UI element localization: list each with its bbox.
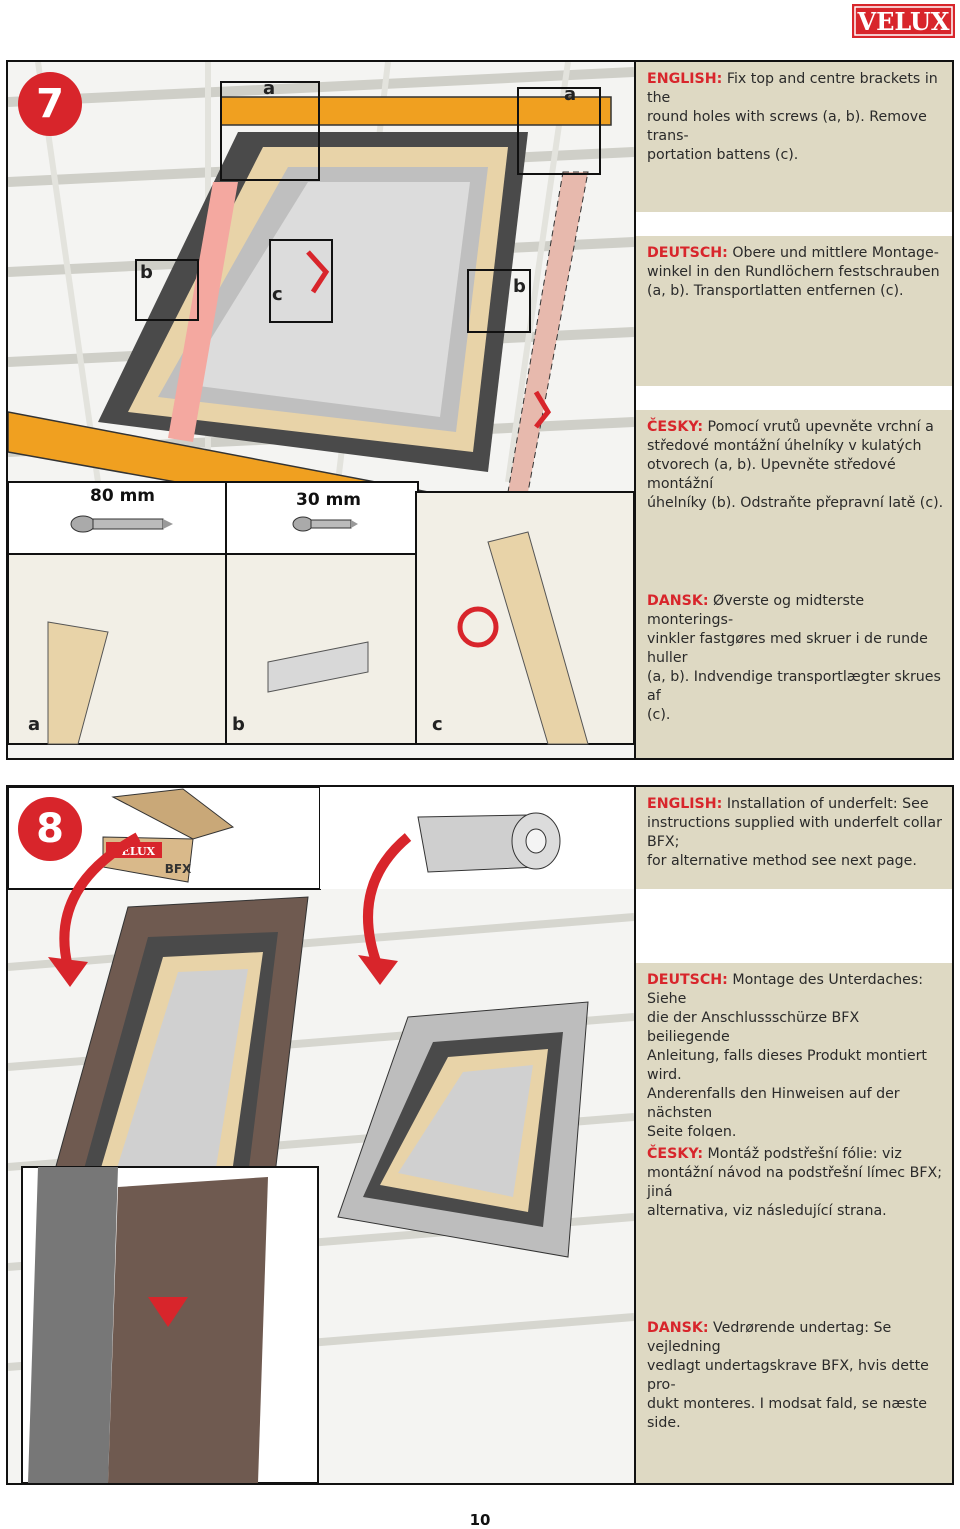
detail-label-a: a (28, 714, 41, 735)
logo-text: VELUX (856, 7, 949, 36)
step-7-badge: 7 (18, 72, 82, 136)
step-7-cesky: ČESKY: Pomocí vrutů upevněte vrchní a st… (636, 410, 952, 584)
instruction-text: Montage des Unterdaches: Siehe die der A… (647, 972, 927, 1140)
instruction-text: Pomocí vrutů upevněte vrchní a středové … (647, 419, 944, 511)
lang-label: ČESKY: (647, 1146, 704, 1162)
step-8-deutsch: DEUTSCH: Montage des Unterdaches: Siehe … (636, 963, 952, 1140)
lang-label: ENGLISH: (647, 796, 723, 812)
step-8-illustration: VELUX BFX (8, 787, 634, 1483)
callout-c-center: c (272, 284, 283, 305)
step-8-english: ENGLISH: Installation of underfelt: See … (636, 787, 952, 889)
lang-label: DEUTSCH: (647, 972, 728, 988)
step-7-illustration (8, 62, 634, 758)
screw-30mm-icon (292, 516, 358, 532)
instruction-text: Øverste og midterste monterings- vinkler… (647, 593, 941, 723)
lang-label: ENGLISH: (647, 71, 723, 87)
step-7-deutsch: DEUTSCH: Obere und mittlere Montage- win… (636, 236, 952, 386)
instruction-text: Installation of underfelt: See instructi… (647, 796, 942, 869)
lang-label: ČESKY: (647, 419, 704, 435)
step-8-dansk: DANSK: Vedrørende undertag: Se vejlednin… (636, 1311, 952, 1483)
callout-a-top-left: a (263, 78, 276, 99)
page-number: 10 (469, 1511, 491, 1529)
screw-80mm-icon (70, 515, 173, 533)
instruction-text: Vedrørende undertag: Se vejledning vedla… (647, 1320, 929, 1431)
instruction-text: Obere und mittlere Montage- winkel in de… (647, 245, 940, 299)
detail-label-c: c (432, 714, 443, 735)
lang-label: DEUTSCH: (647, 245, 728, 261)
screw-length-30mm: 30 mm (296, 490, 362, 510)
instruction-text: Montáž podstřešní fólie: viz montážní ná… (647, 1146, 942, 1219)
callout-b-right: b (513, 276, 526, 297)
step-7-text-panel: ENGLISH: Fix top and centre brackets in … (634, 62, 952, 758)
instruction-text: Fix top and centre brackets in the round… (647, 71, 938, 163)
step-8-section: VELUX BFX 8 ENGLISH: Insta (6, 785, 954, 1485)
lang-label: DANSK: (647, 1320, 709, 1336)
velux-logo: VELUX (852, 4, 955, 38)
lang-label: DANSK: (647, 593, 709, 609)
underfelt-roll-icon (417, 812, 561, 873)
box-product-text: BFX (165, 862, 192, 876)
callout-b-left: b (140, 262, 153, 283)
step-7-section: 7 a a b c b 80 mm 30 mm a b c ENGLISH: F… (6, 60, 954, 760)
step-7-dansk: DANSK: Øverste og midterste monterings- … (636, 584, 952, 758)
step-8-cesky: ČESKY: Montáž podstřešní fólie: viz mont… (636, 1137, 952, 1311)
detail-label-b: b (232, 714, 245, 735)
screw-length-80mm: 80 mm (90, 486, 156, 506)
step-7-english: ENGLISH: Fix top and centre brackets in … (636, 62, 952, 212)
step-8-badge: 8 (18, 797, 82, 861)
callout-a-top-right: a (564, 84, 577, 105)
step-8-text-panel: ENGLISH: Installation of underfelt: See … (634, 787, 952, 1483)
